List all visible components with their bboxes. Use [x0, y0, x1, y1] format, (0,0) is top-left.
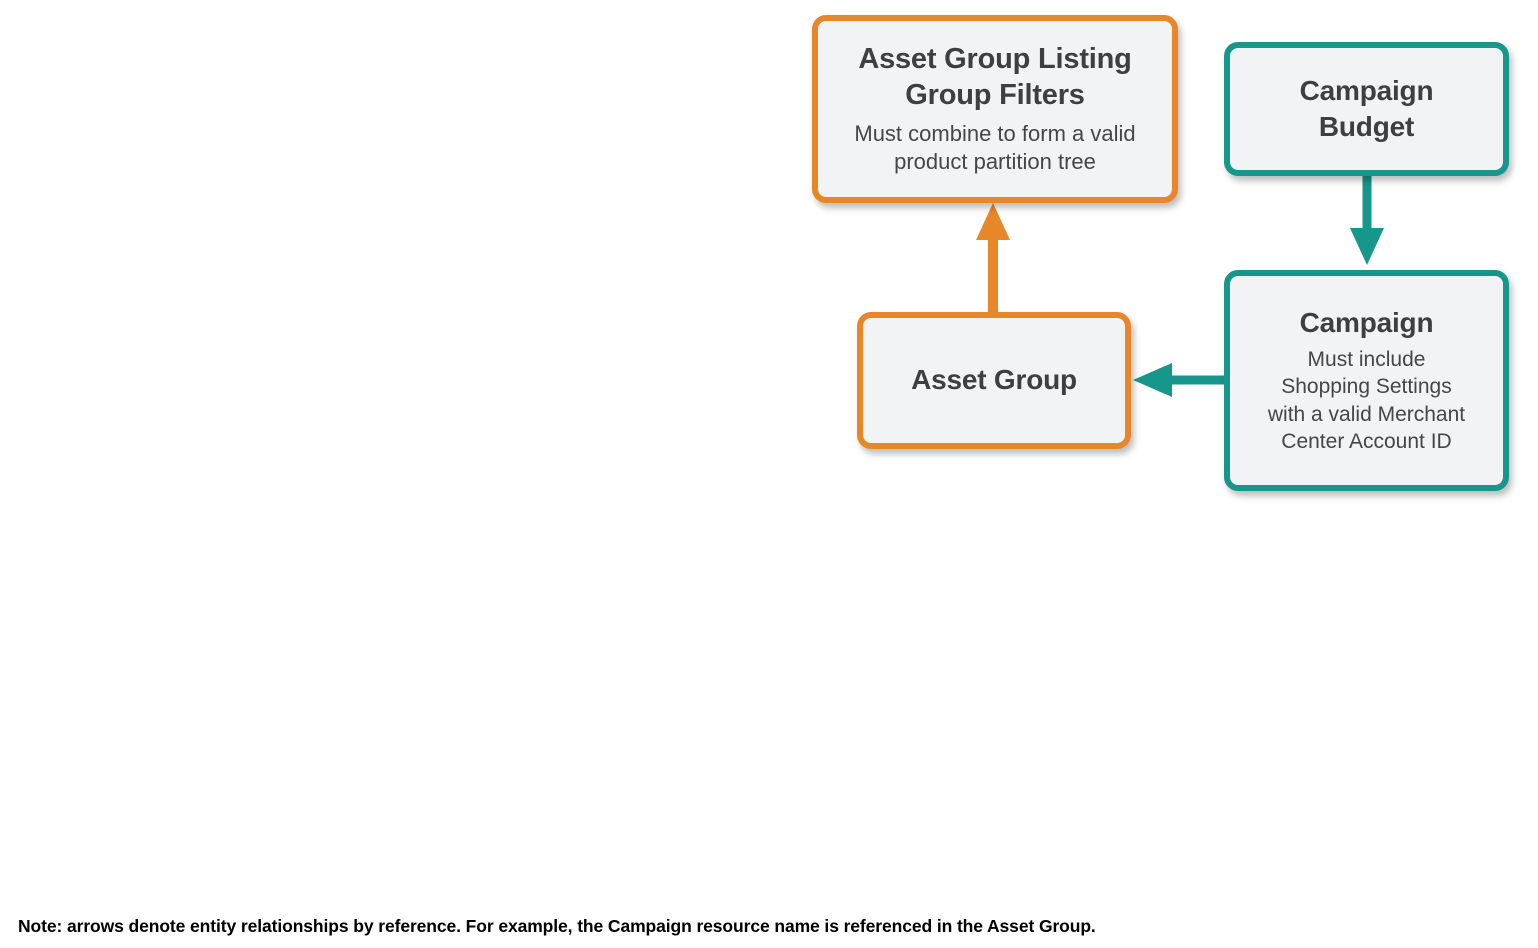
node-title: Asset Group — [911, 364, 1077, 396]
node-subtitle: Must include Shopping Settings with a va… — [1267, 348, 1466, 454]
node-title: Campaign Budget — [1299, 75, 1434, 142]
node-campaign-budget[interactable]: Campaign Budget — [1224, 42, 1509, 176]
edge-asset-group-to-listing-group-filters — [976, 203, 1010, 330]
arrowhead-teal-down — [1350, 228, 1384, 265]
diagram-footnote: Note: arrows denote entity relationships… — [18, 916, 1096, 936]
node-subtitle: Must combine to form a valid product par… — [854, 121, 1136, 175]
node-title: Asset Group Listing Group Filters — [858, 43, 1132, 111]
arrowhead-teal-left — [1133, 363, 1172, 397]
node-asset-group[interactable]: Asset Group — [857, 312, 1131, 449]
node-campaign[interactable]: Campaign Must include Shopping Settings … — [1224, 270, 1509, 491]
edge-campaign-budget-to-campaign — [1350, 170, 1384, 265]
arrowhead-orange-up — [976, 203, 1010, 240]
node-asset-group-listing-group-filters[interactable]: Asset Group Listing Group Filters Must c… — [812, 15, 1178, 203]
node-title: Campaign — [1299, 306, 1434, 338]
edge-campaign-to-asset-group — [1133, 363, 1228, 397]
